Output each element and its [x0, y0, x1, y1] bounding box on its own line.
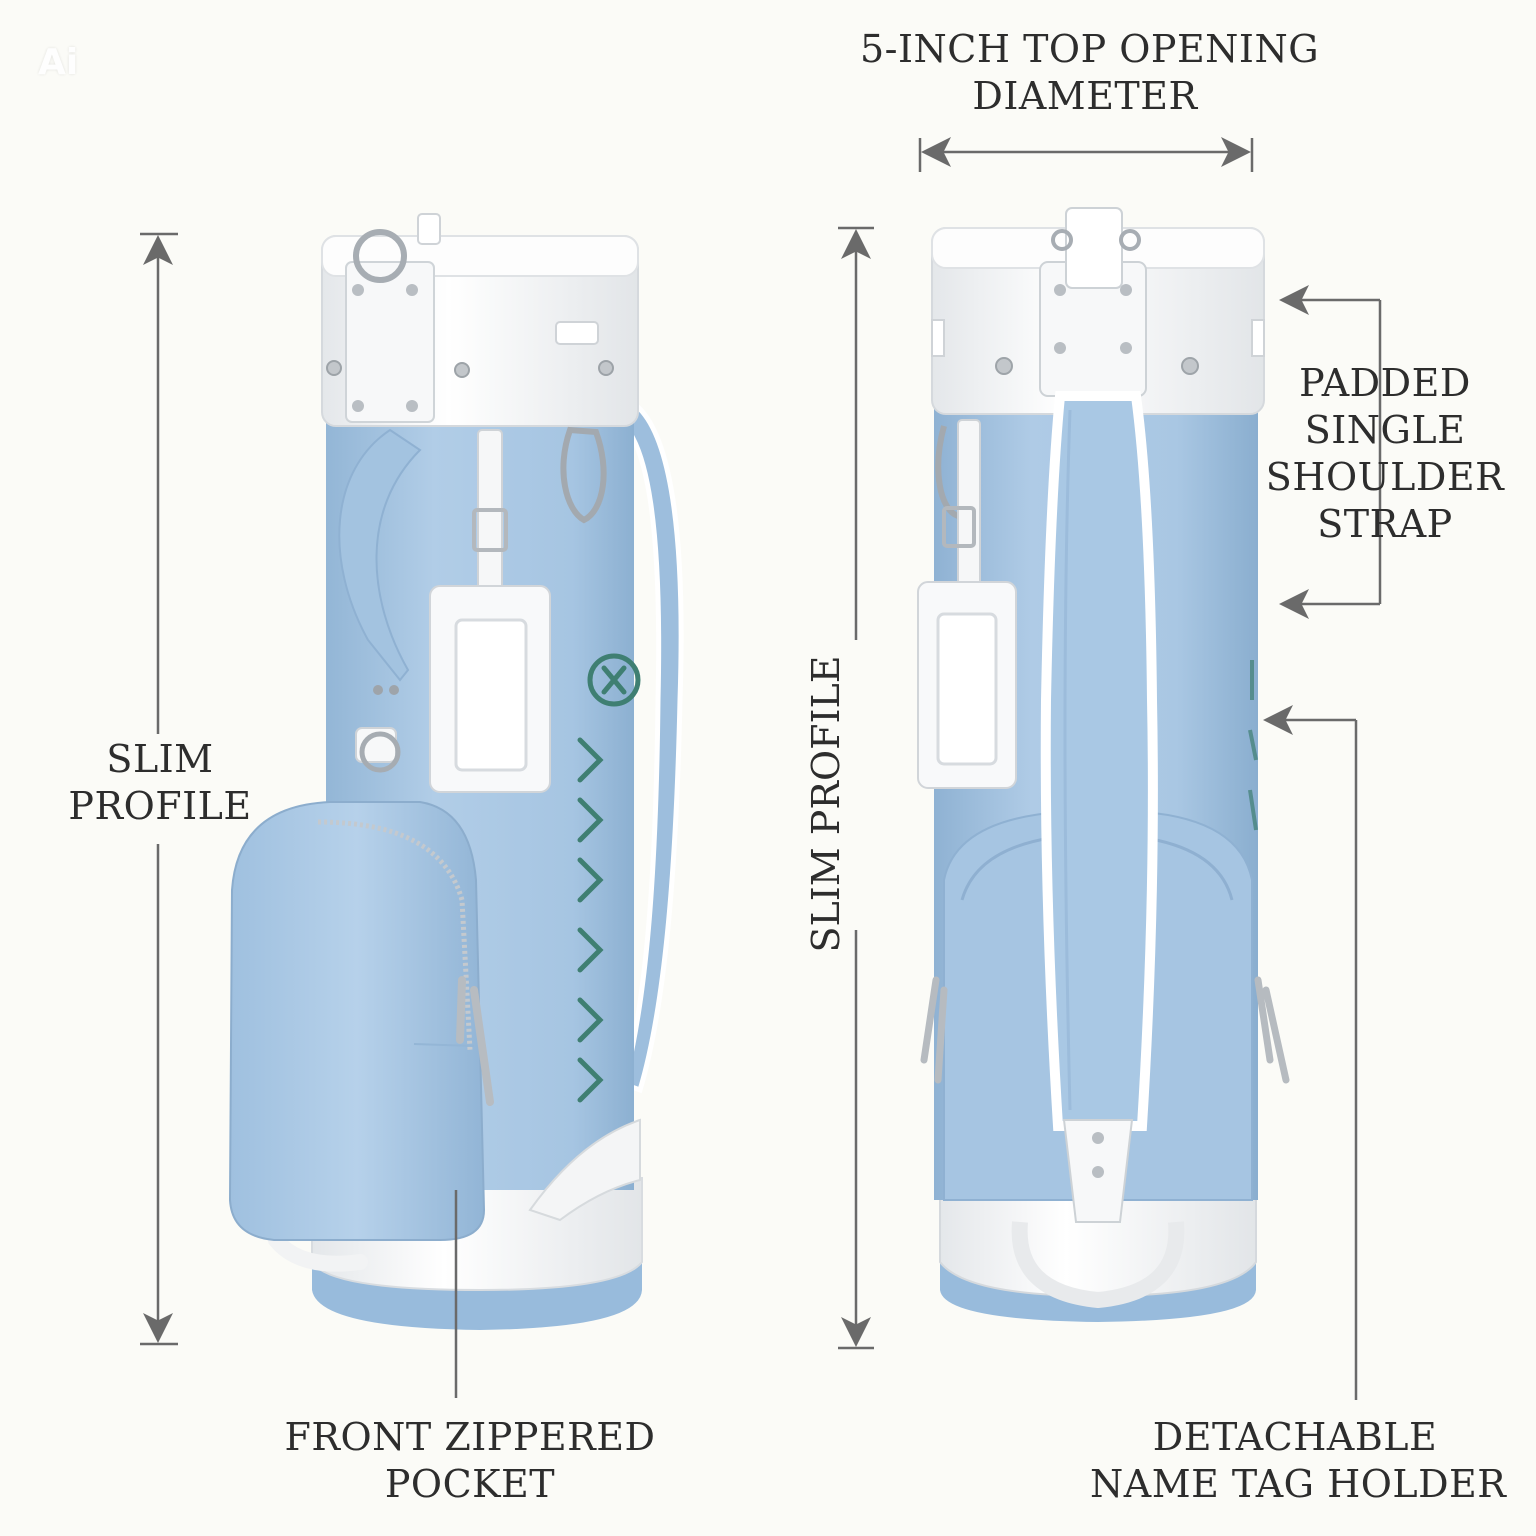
ai-badge: Ai [38, 42, 79, 83]
label-line: POCKET [384, 1462, 556, 1506]
label-line: SINGLE [1304, 408, 1466, 452]
dimension-lines [140, 137, 1382, 1400]
label-line: SLIM [106, 737, 214, 781]
label-line: FRONT ZIPPERED [284, 1415, 656, 1459]
golf-bag-front-view [228, 213, 684, 1330]
golf-bag-back-view [917, 207, 1290, 1322]
label-line: SHOULDER [1265, 455, 1505, 499]
label-detachable-name-tag-holder: DETACHABLE NAME TAG HOLDER [1090, 1414, 1507, 1508]
label-line: 5-INCH TOP OPENING [860, 27, 1320, 71]
label-slim-profile-left: SLIM PROFILE [60, 736, 260, 830]
label-slim-profile-vertical: SLIM PROFILE [804, 655, 848, 953]
label-line: NAME TAG HOLDER [1090, 1462, 1507, 1506]
label-line: DETACHABLE [1152, 1415, 1438, 1459]
label-top-opening-diameter: 5-INCH TOP OPENING DIAMETER [860, 26, 1320, 120]
label-line: PROFILE [68, 784, 252, 828]
label-front-zippered-pocket: FRONT ZIPPERED POCKET [280, 1414, 660, 1508]
label-line: DIAMETER [972, 74, 1198, 118]
brand-logo-emblem [577, 653, 641, 1103]
label-line: PADDED [1299, 361, 1471, 405]
label-padded-shoulder-strap: PADDED SINGLE SHOULDER STRAP [1260, 360, 1510, 548]
label-line: STRAP [1317, 502, 1453, 546]
